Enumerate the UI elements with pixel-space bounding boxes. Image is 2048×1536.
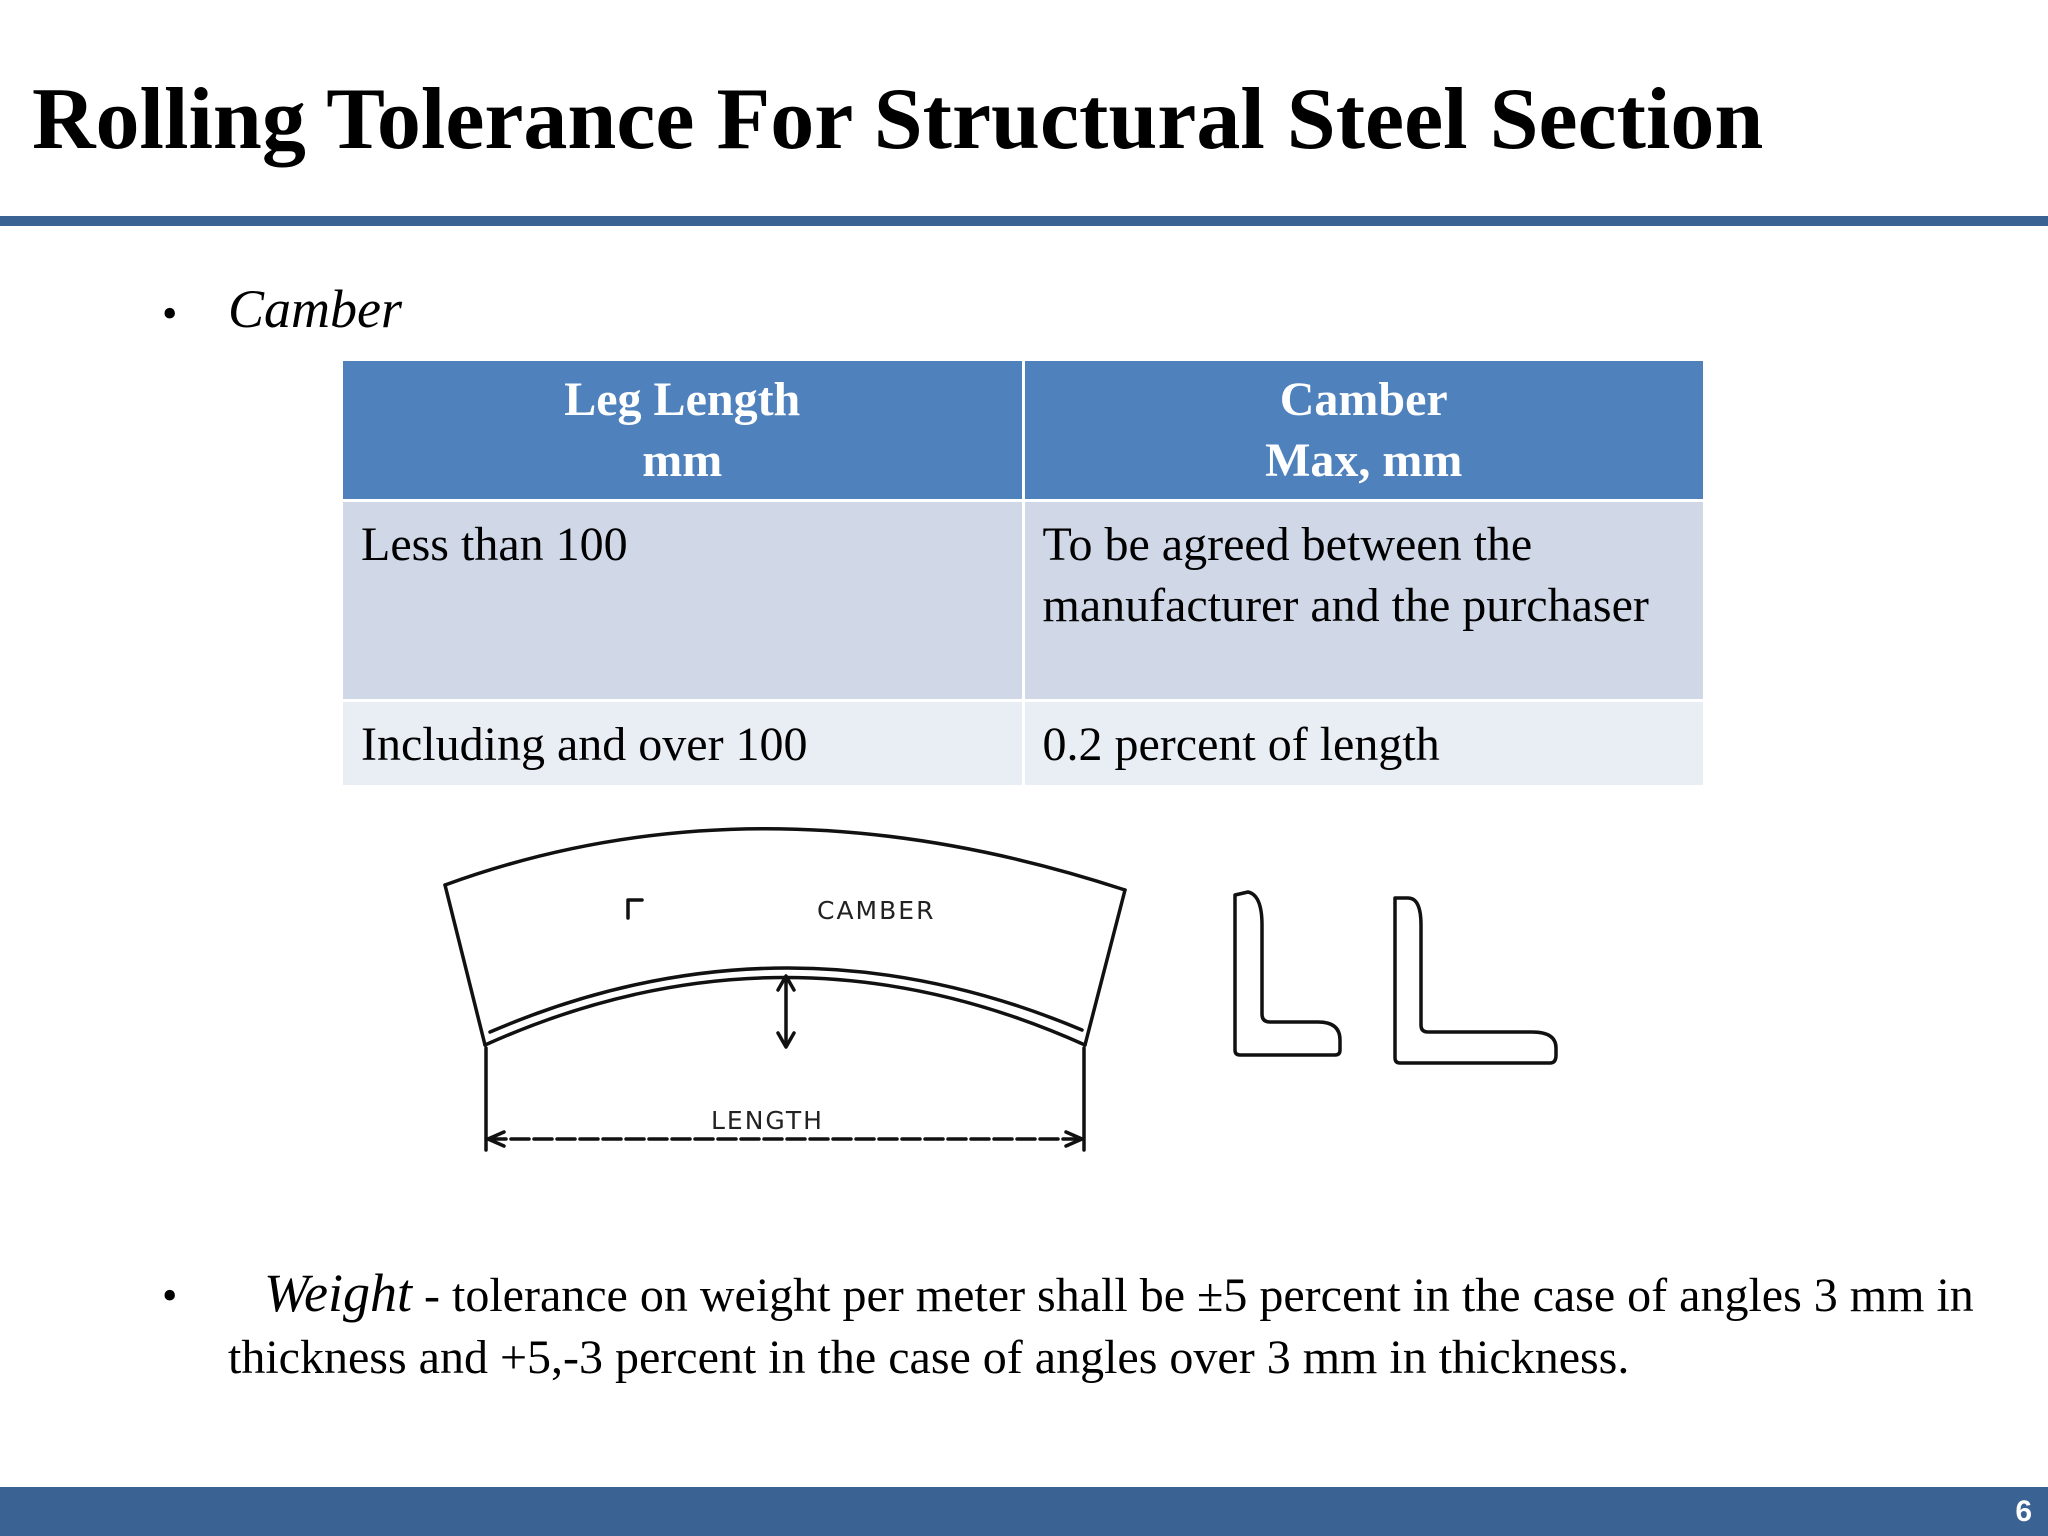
bullet-dot-camber: • bbox=[162, 289, 178, 338]
table-row: Including and over 100 0.2 percent of le… bbox=[340, 699, 1706, 788]
header-camber-max: Camber Max, mm bbox=[1021, 358, 1706, 502]
length-arrow-right bbox=[1064, 1130, 1084, 1148]
table-cell-camber: 0.2 percent of length bbox=[1021, 699, 1706, 788]
table-header-row: Leg Length mm Camber Max, mm bbox=[340, 358, 1706, 502]
slide-title: Rolling Tolerance For Structural Steel S… bbox=[32, 71, 1764, 168]
camber-diagram-label: CAMBER bbox=[817, 896, 935, 925]
camber-arrow-bottom bbox=[776, 1031, 796, 1049]
table-cell-camber: To be agreed between the manufacturer an… bbox=[1021, 499, 1706, 702]
bar-inner-curve bbox=[488, 966, 1084, 1034]
weight-bullet: Weight - tolerance on weight per meter s… bbox=[228, 1262, 1998, 1389]
length-arrow-left bbox=[486, 1130, 506, 1148]
table-cell-leg-length: Including and over 100 bbox=[340, 699, 1025, 788]
title-divider bbox=[0, 216, 2048, 226]
camber-tolerance-table: Leg Length mm Camber Max, mm Less than 1… bbox=[340, 358, 1706, 788]
header-leg-length: Leg Length mm bbox=[340, 358, 1025, 502]
angle-section-2 bbox=[1393, 896, 1558, 1065]
camber-diagram: CAMBER LENGTH bbox=[420, 800, 1580, 1180]
header-leg-length-line2: mm bbox=[642, 434, 723, 487]
bar-left-edge bbox=[443, 883, 487, 1047]
table-cell-leg-length: Less than 100 bbox=[340, 499, 1025, 702]
table-row: Less than 100 To be agreed between the m… bbox=[340, 499, 1706, 702]
weight-term: Weight bbox=[264, 1263, 412, 1323]
camber-bullet-label: Camber bbox=[228, 279, 402, 339]
bullet-dot-weight: • bbox=[162, 1271, 178, 1320]
angle-section-1 bbox=[1233, 890, 1342, 1057]
page-number: 6 bbox=[2015, 1495, 2032, 1528]
header-camber-line2: Max, mm bbox=[1265, 434, 1463, 487]
bar-top-edge bbox=[443, 826, 1127, 892]
camber-leader bbox=[626, 898, 644, 920]
header-leg-length-line1: Leg Length bbox=[564, 373, 801, 426]
camber-arrow-top bbox=[776, 974, 796, 992]
footer-bar bbox=[0, 1487, 2048, 1536]
length-diagram-label: LENGTH bbox=[711, 1106, 824, 1135]
bar-right-edge bbox=[1083, 888, 1127, 1047]
header-camber-line1: Camber bbox=[1279, 373, 1448, 426]
weight-description: - tolerance on weight per meter shall be… bbox=[228, 1269, 1974, 1384]
